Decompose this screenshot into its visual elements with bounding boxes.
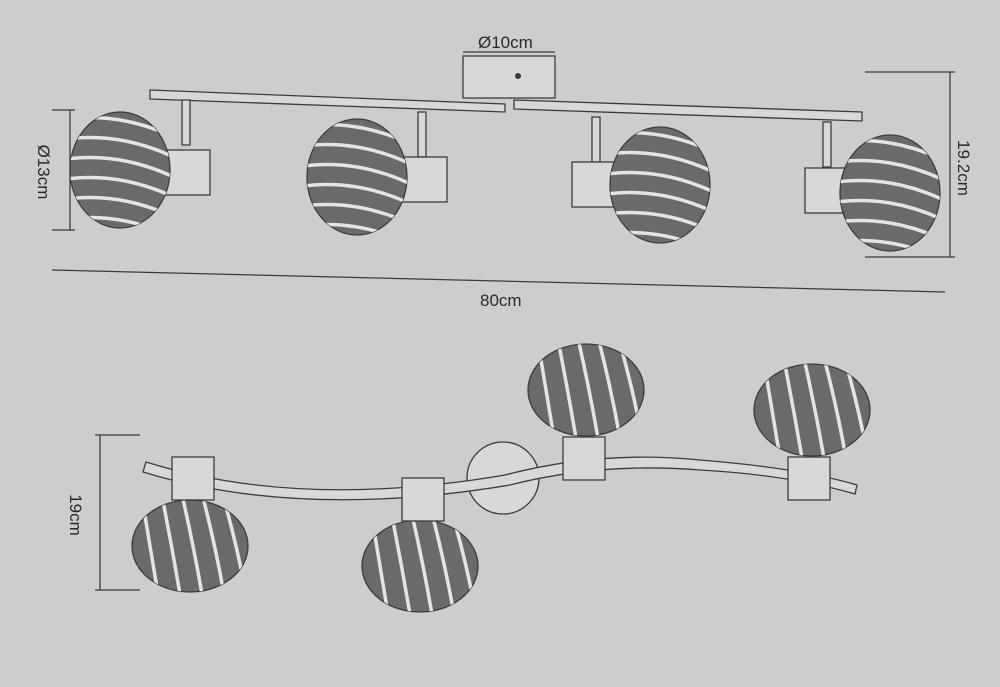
spot-4 [804,121,950,263]
height-label-bottom: 19cm [66,494,85,536]
spot-holder [562,436,606,481]
spot-holder [401,477,445,522]
globe-shade [60,112,180,240]
canopy-diameter-label: Ø10cm [478,33,533,52]
spot-3 [571,116,720,255]
globe-shade [120,486,248,606]
rail-right [513,99,863,122]
spot-holder [171,456,215,501]
spot-2 [297,111,448,247]
globe-shade [742,350,870,470]
bottom-view: 19cm [66,330,870,626]
globe-shade [516,330,644,450]
globe-shade [350,506,478,626]
globe-shade [830,135,950,263]
globe-shade [297,119,417,247]
globe-shade [600,127,720,255]
spot-holder [787,456,831,501]
length-label: 80cm [480,291,522,310]
top-view: Ø10cm Ø13cm 19.2cm 80cm [34,33,973,310]
rail-left [149,89,506,113]
spot-1 [60,99,211,240]
shade-diameter-label: Ø13cm [34,145,53,200]
canopy-screw [515,73,521,79]
height-label-top: 19.2cm [954,140,973,196]
canopy [462,55,556,99]
